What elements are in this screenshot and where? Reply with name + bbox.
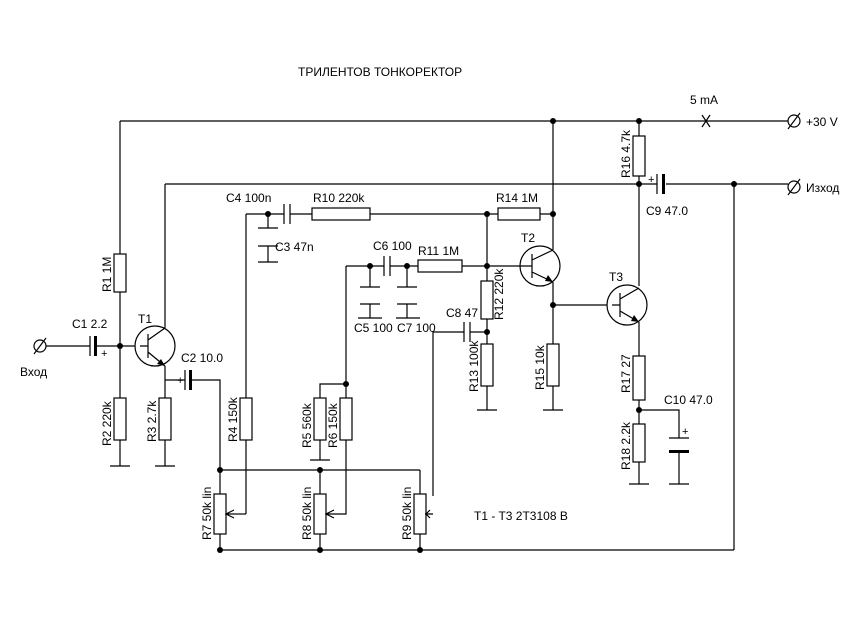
c7-label: C7 100 <box>397 321 436 335</box>
transistor-t1 <box>134 325 176 367</box>
c6-label: C6 100 <box>373 239 412 253</box>
r10-label: R10 220k <box>313 191 365 205</box>
input-terminal <box>33 337 47 355</box>
resistor-r3 <box>158 397 172 441</box>
r4-label: R4 150k <box>226 396 240 442</box>
t2-label: T2 <box>521 231 535 245</box>
c4-label: C4 100n <box>226 191 271 205</box>
r7-label: R7 50k lin <box>200 487 214 540</box>
output-terminal <box>787 178 801 196</box>
resistor-bodies <box>113 135 646 535</box>
c8-label: C8 47 <box>446 306 478 320</box>
r1-label: R1 1M <box>100 257 114 292</box>
t1-label: T1 <box>138 312 152 326</box>
r12-label: R12 220k <box>492 268 506 320</box>
r9-label: R9 50k lin <box>400 487 414 540</box>
r5-label: R5 560k <box>300 402 314 448</box>
resistor-r2 <box>113 397 127 441</box>
resistor-r6 <box>339 397 353 441</box>
supply-terminal <box>787 112 801 130</box>
junction-dots <box>117 118 737 553</box>
resistor-r18 <box>632 423 646 463</box>
supply-voltage-label: +30 V <box>806 115 838 129</box>
c1-plus: + <box>101 348 107 360</box>
wires <box>44 114 788 551</box>
c1-label: C1 2.2 <box>72 317 108 331</box>
r8-label: R8 50k lin <box>300 487 314 540</box>
c3-label: C3 47n <box>275 240 314 254</box>
schematic-title: ТРИЛЕНТОВ ТОНКОРЕКТОР <box>298 65 462 79</box>
resistor-r14 <box>497 207 541 221</box>
c10-plus: + <box>682 426 688 438</box>
resistor-r15 <box>546 343 560 387</box>
resistor-r16 <box>632 135 646 177</box>
r18-label: R18 2.2k <box>619 421 633 470</box>
r11-label: R11 1M <box>418 244 459 258</box>
r13-label: R13 100k <box>467 340 481 392</box>
c9-label: C9 47.0 <box>646 204 688 218</box>
t3-label: T3 <box>609 270 623 284</box>
c2-label: C2 10.0 <box>181 351 223 365</box>
r14-label: R14 1M <box>496 191 538 205</box>
resistor-r4 <box>239 397 253 441</box>
r16-label: R16 4.7k <box>619 129 633 178</box>
c10-label: C10 47.0 <box>664 393 713 407</box>
r2-label: R2 220k <box>100 400 114 446</box>
c2-plus: + <box>177 375 183 387</box>
c5-label: C5 100 <box>354 321 393 335</box>
transistor-note: T1 - T3 2T3108 B <box>474 509 568 523</box>
resistor-r1 <box>113 253 127 293</box>
resistor-r13 <box>480 343 494 387</box>
potentiometer-r8 <box>313 493 327 535</box>
transistor-t3 <box>606 284 648 326</box>
r17-label: R17 27 <box>619 354 633 393</box>
capacitor-plates <box>89 174 689 453</box>
resistor-r11 <box>417 259 463 273</box>
c9-plus: + <box>648 174 654 186</box>
resistor-r17 <box>632 355 646 401</box>
output-label: Изход <box>806 181 839 195</box>
supply-current-label: 5 mA <box>690 93 718 107</box>
potentiometer-r7 <box>213 493 227 535</box>
transistor-t2 <box>519 245 561 287</box>
resistor-r12 <box>480 280 494 320</box>
r6-label: R6 150k <box>326 402 340 448</box>
r15-label: R15 10k <box>533 344 547 390</box>
r3-label: R3 2.7k <box>145 400 159 442</box>
resistor-r5 <box>313 397 327 441</box>
resistor-r10 <box>311 207 371 221</box>
input-label: Вход <box>20 365 47 379</box>
potentiometer-r9 <box>413 493 427 535</box>
